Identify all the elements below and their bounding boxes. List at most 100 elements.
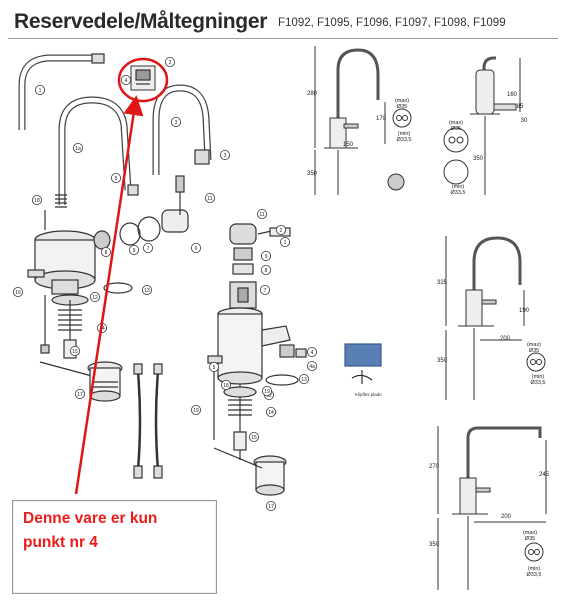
part-label-v2-10-circle: [298, 373, 309, 384]
lower-shaft-1: [51, 282, 133, 359]
part-label-v2-13-circle: [265, 500, 276, 511]
faucet-body-1: [34, 210, 96, 295]
part-label-v2-1: 2: [280, 228, 283, 234]
part-label-v1-13: 13: [144, 288, 150, 294]
dim-value-2-1: 85: [517, 104, 524, 110]
dim-value-3-0: 325: [437, 280, 448, 286]
part-label-v2-10: 13: [301, 377, 307, 383]
aerator-max-4: (max): [523, 530, 537, 536]
part-label-v2-15: 19: [264, 389, 270, 395]
part-label-v2-9: 12: [266, 393, 272, 399]
part-label-v1-15-circle: [70, 345, 81, 356]
aerator-min-val-4: Ø33,5: [527, 572, 542, 578]
callout-box: Denne vare er kun punkt nr 4: [12, 500, 217, 594]
part-label-v1-3-circle: [170, 117, 181, 128]
part-label-v1-12: 12: [92, 295, 98, 301]
aerator-max-2: (max): [449, 120, 463, 126]
part-label-v1-18-circle: [32, 194, 43, 205]
part-label-v1-19-circle: [190, 404, 201, 415]
part-label-v1-17-circle: [75, 388, 86, 399]
part-label-v1-16-circle: [12, 286, 23, 297]
red-arrow: [74, 95, 144, 495]
aerator-4-view-2: [265, 344, 307, 386]
part-label-v1-5-circle: [121, 75, 132, 86]
part-label-v1-0: 1: [39, 88, 42, 94]
threaded-parts: [55, 149, 210, 208]
flip-plate-inset: [344, 343, 382, 384]
dimension-drawing-1: [314, 46, 412, 195]
dim-value-2-3: 350: [473, 156, 484, 162]
part-label-v2-11-circle: [265, 406, 276, 417]
dim-value-3-3: 200: [500, 336, 511, 342]
part-label-v2-0-circle: [279, 236, 290, 247]
part-label-v1-15: 15: [72, 349, 78, 355]
spout-connector: [91, 53, 105, 64]
dim-value-4-0: 270: [429, 464, 440, 470]
dim-value-1-0: 280: [307, 91, 318, 97]
part-label-v1-6: 5: [115, 176, 118, 182]
part-label-v2-6-circle: [260, 264, 271, 275]
part-number-labels: 11a2334567891112131415161718191244a57891…: [12, 57, 317, 511]
aerator-max-1: (max): [395, 98, 409, 104]
dimension-drawing-3: [445, 236, 546, 400]
dim-value-2-0: 160: [507, 92, 518, 98]
part-label-v1-13-circle: [141, 284, 152, 295]
dimension-labels: 280350170150(max)Ø35(min)Ø33,51608530350…: [307, 91, 550, 578]
part-label-v1-9-circle: [101, 246, 112, 257]
aerator-min-1: (min): [398, 131, 411, 137]
dim-value-3-1: 350: [437, 358, 448, 364]
aerator-min-3: (min): [532, 374, 545, 380]
part-label-v1-8-circle: [142, 242, 153, 253]
model-numbers: F1092, F1095, F1096, F1097, F1098, F1099: [278, 17, 506, 29]
page-title: Reservedele/Måltegninger: [14, 10, 268, 33]
spout-pipe-1: [18, 54, 92, 130]
dim-value-1-2: 170: [376, 116, 387, 122]
flip-plate-label: Klipflex plade: [355, 392, 382, 397]
part-label-v1-11-circle: [204, 192, 215, 203]
part-label-v1-19: 19: [193, 408, 199, 414]
part-label-v1-0-circle: [35, 85, 46, 96]
dim-value-1-1: 350: [307, 171, 318, 177]
spout-pipe-1a: [58, 96, 132, 205]
part-label-v1-8: 7: [147, 246, 150, 252]
part-label-v1-4-circle: [219, 149, 230, 160]
part-label-v1-17: 17: [77, 392, 83, 398]
part-label-v1-9: 8: [105, 250, 108, 256]
dim-value-4-2: 200: [501, 514, 512, 520]
part-label-v1-1: 1a: [75, 146, 81, 152]
part-label-v1-18: 18: [34, 198, 40, 204]
faucet-body-2: [217, 307, 291, 385]
part-label-v1-5: 4: [125, 78, 128, 84]
part-label-v1-4: 3: [224, 153, 227, 159]
part-label-v2-0: 1: [284, 240, 287, 246]
dim-value-4-3: 350: [429, 542, 440, 548]
aerator-max-val-1: Ø35: [397, 104, 407, 110]
cartridge-parts: [93, 175, 189, 250]
part-label-v1-2: 2: [169, 60, 172, 66]
part-label-v1-6-circle: [111, 172, 122, 183]
part-label-v2-8: 11: [259, 212, 264, 218]
aerator-min-4: (min): [528, 566, 541, 572]
dim-value-3-2: 190: [519, 308, 530, 314]
drain-17-view-2: [213, 447, 287, 496]
part-label-v2-4-circle: [208, 361, 219, 372]
aerator-max-3: (max): [527, 342, 541, 348]
dim-value-1-3: 150: [343, 142, 354, 148]
part-label-v2-2: 4: [311, 350, 314, 356]
dimension-drawing-2: [443, 56, 521, 195]
part-label-v1-12-circle: [90, 291, 101, 302]
hoses-19: [133, 363, 163, 479]
dimension-drawing-4: [437, 426, 547, 590]
part-label-v2-14: 18: [223, 383, 229, 389]
aerator-max-val-3: Ø35: [529, 348, 539, 354]
dimension-drawings: [314, 46, 547, 590]
part-label-v1-3: 3: [175, 120, 178, 126]
part-label-v1-2-circle: [164, 57, 175, 68]
part-label-v2-2-circle: [306, 346, 317, 357]
part-label-v2-1-circle: [275, 224, 286, 235]
part-label-v2-3: 4a: [309, 364, 315, 370]
part-label-v2-5: 7: [264, 288, 267, 294]
part-label-v1-10-circle: [128, 244, 139, 255]
exploded-view-2: [207, 223, 382, 496]
